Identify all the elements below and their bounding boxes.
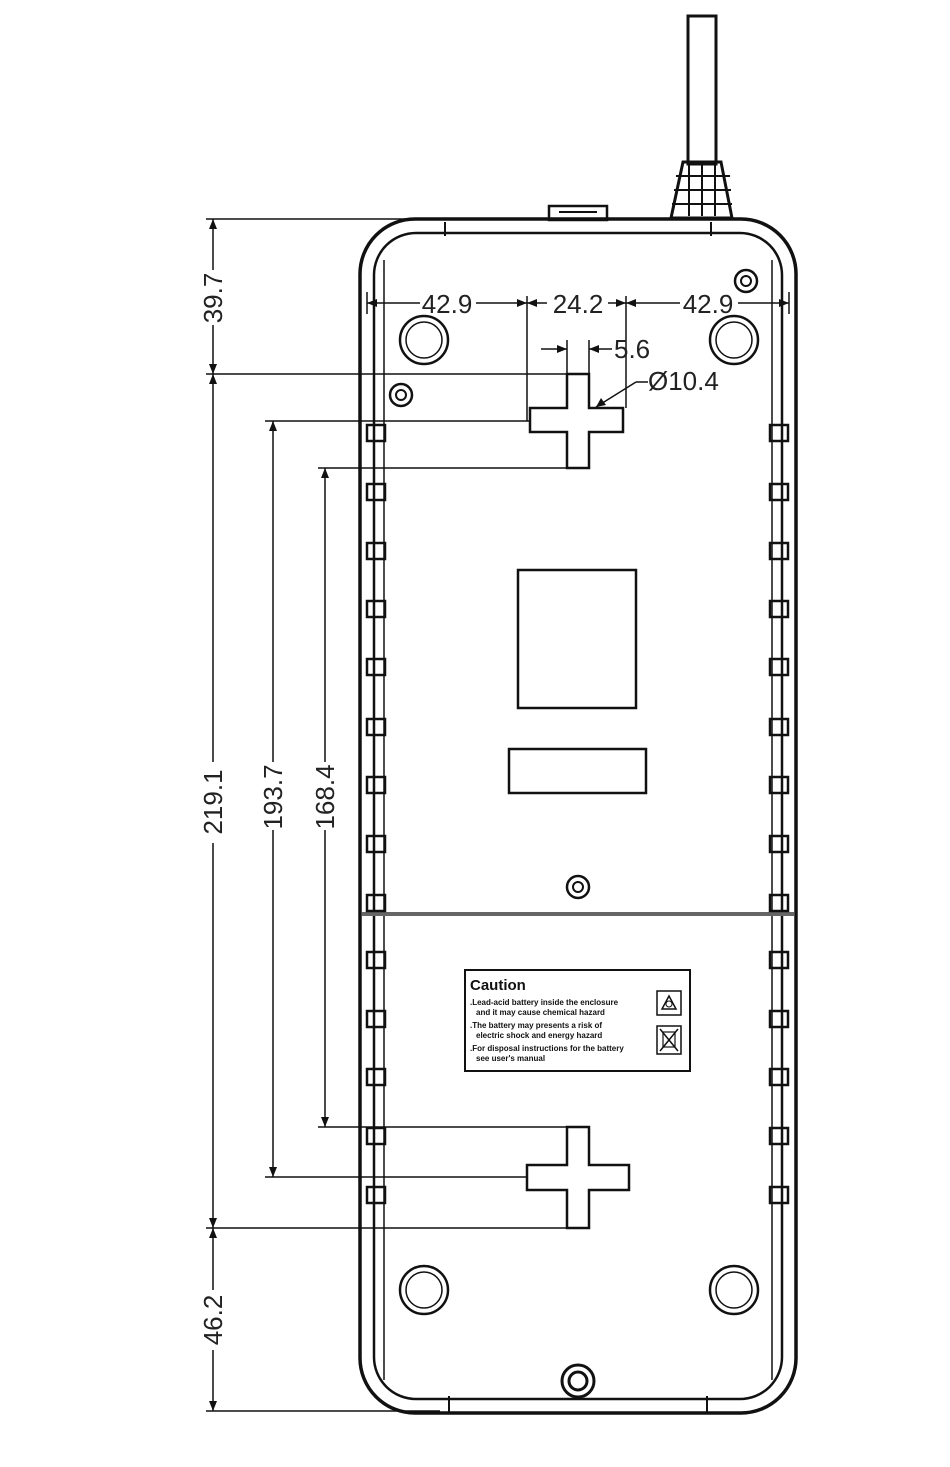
vent-slot <box>367 952 385 968</box>
vent-slot <box>367 659 385 675</box>
dim-hole-spacing-outer: 193.7 <box>258 764 288 829</box>
caution-line: see user's manual <box>476 1054 545 1063</box>
barcode-label-area <box>509 749 646 793</box>
caution-line: .Lead-acid battery inside the enclosure <box>470 998 619 1007</box>
dim-bottom-offset: 46.2 <box>198 1295 228 1346</box>
vent-slot <box>367 777 385 793</box>
vent-slot <box>367 1069 385 1085</box>
dim-center-width: 24.2 <box>553 289 604 319</box>
vent-slot <box>367 484 385 500</box>
caution-label: Caution .Lead-acid battery inside the en… <box>465 970 690 1071</box>
power-cord <box>671 16 732 218</box>
vent-slot <box>367 1011 385 1027</box>
mount-hole-bottom <box>527 1127 629 1228</box>
dim-total-length: 219.1 <box>198 769 228 834</box>
dim-right-width: 42.9 <box>683 289 734 319</box>
vent-slot <box>367 425 385 441</box>
caution-line: electric shock and energy hazard <box>476 1031 602 1040</box>
caution-line: .The battery may presents a risk of <box>470 1021 602 1030</box>
vent-slot <box>367 1128 385 1144</box>
dim-top-offset: 39.7 <box>198 273 228 324</box>
vent-slot <box>367 1187 385 1203</box>
rating-label-area <box>518 570 636 708</box>
vent-slot <box>367 895 385 911</box>
caution-title: Caution <box>470 977 526 994</box>
side-vents <box>367 425 788 1203</box>
caution-line: and it may cause chemical hazard <box>476 1008 605 1017</box>
vent-slot <box>367 601 385 617</box>
vent-slot <box>367 719 385 735</box>
dim-left-width: 42.9 <box>422 289 473 319</box>
caution-line: .For disposal instructions for the batte… <box>470 1044 624 1053</box>
recycle-icon <box>657 991 681 1015</box>
housing <box>360 219 796 1413</box>
rubber-feet <box>400 316 758 1314</box>
vent-slot <box>367 836 385 852</box>
dim-hole-diameter: Ø10.4 <box>648 366 719 396</box>
vent-slot <box>367 543 385 559</box>
crossed-bin-icon <box>657 1026 681 1054</box>
dimension-lines <box>206 219 789 1411</box>
dim-slot-width: 5.6 <box>614 334 650 364</box>
mount-hole-top <box>530 374 623 468</box>
dim-hole-spacing-inner: 168.4 <box>310 764 340 829</box>
dimension-arrows <box>209 219 789 1411</box>
